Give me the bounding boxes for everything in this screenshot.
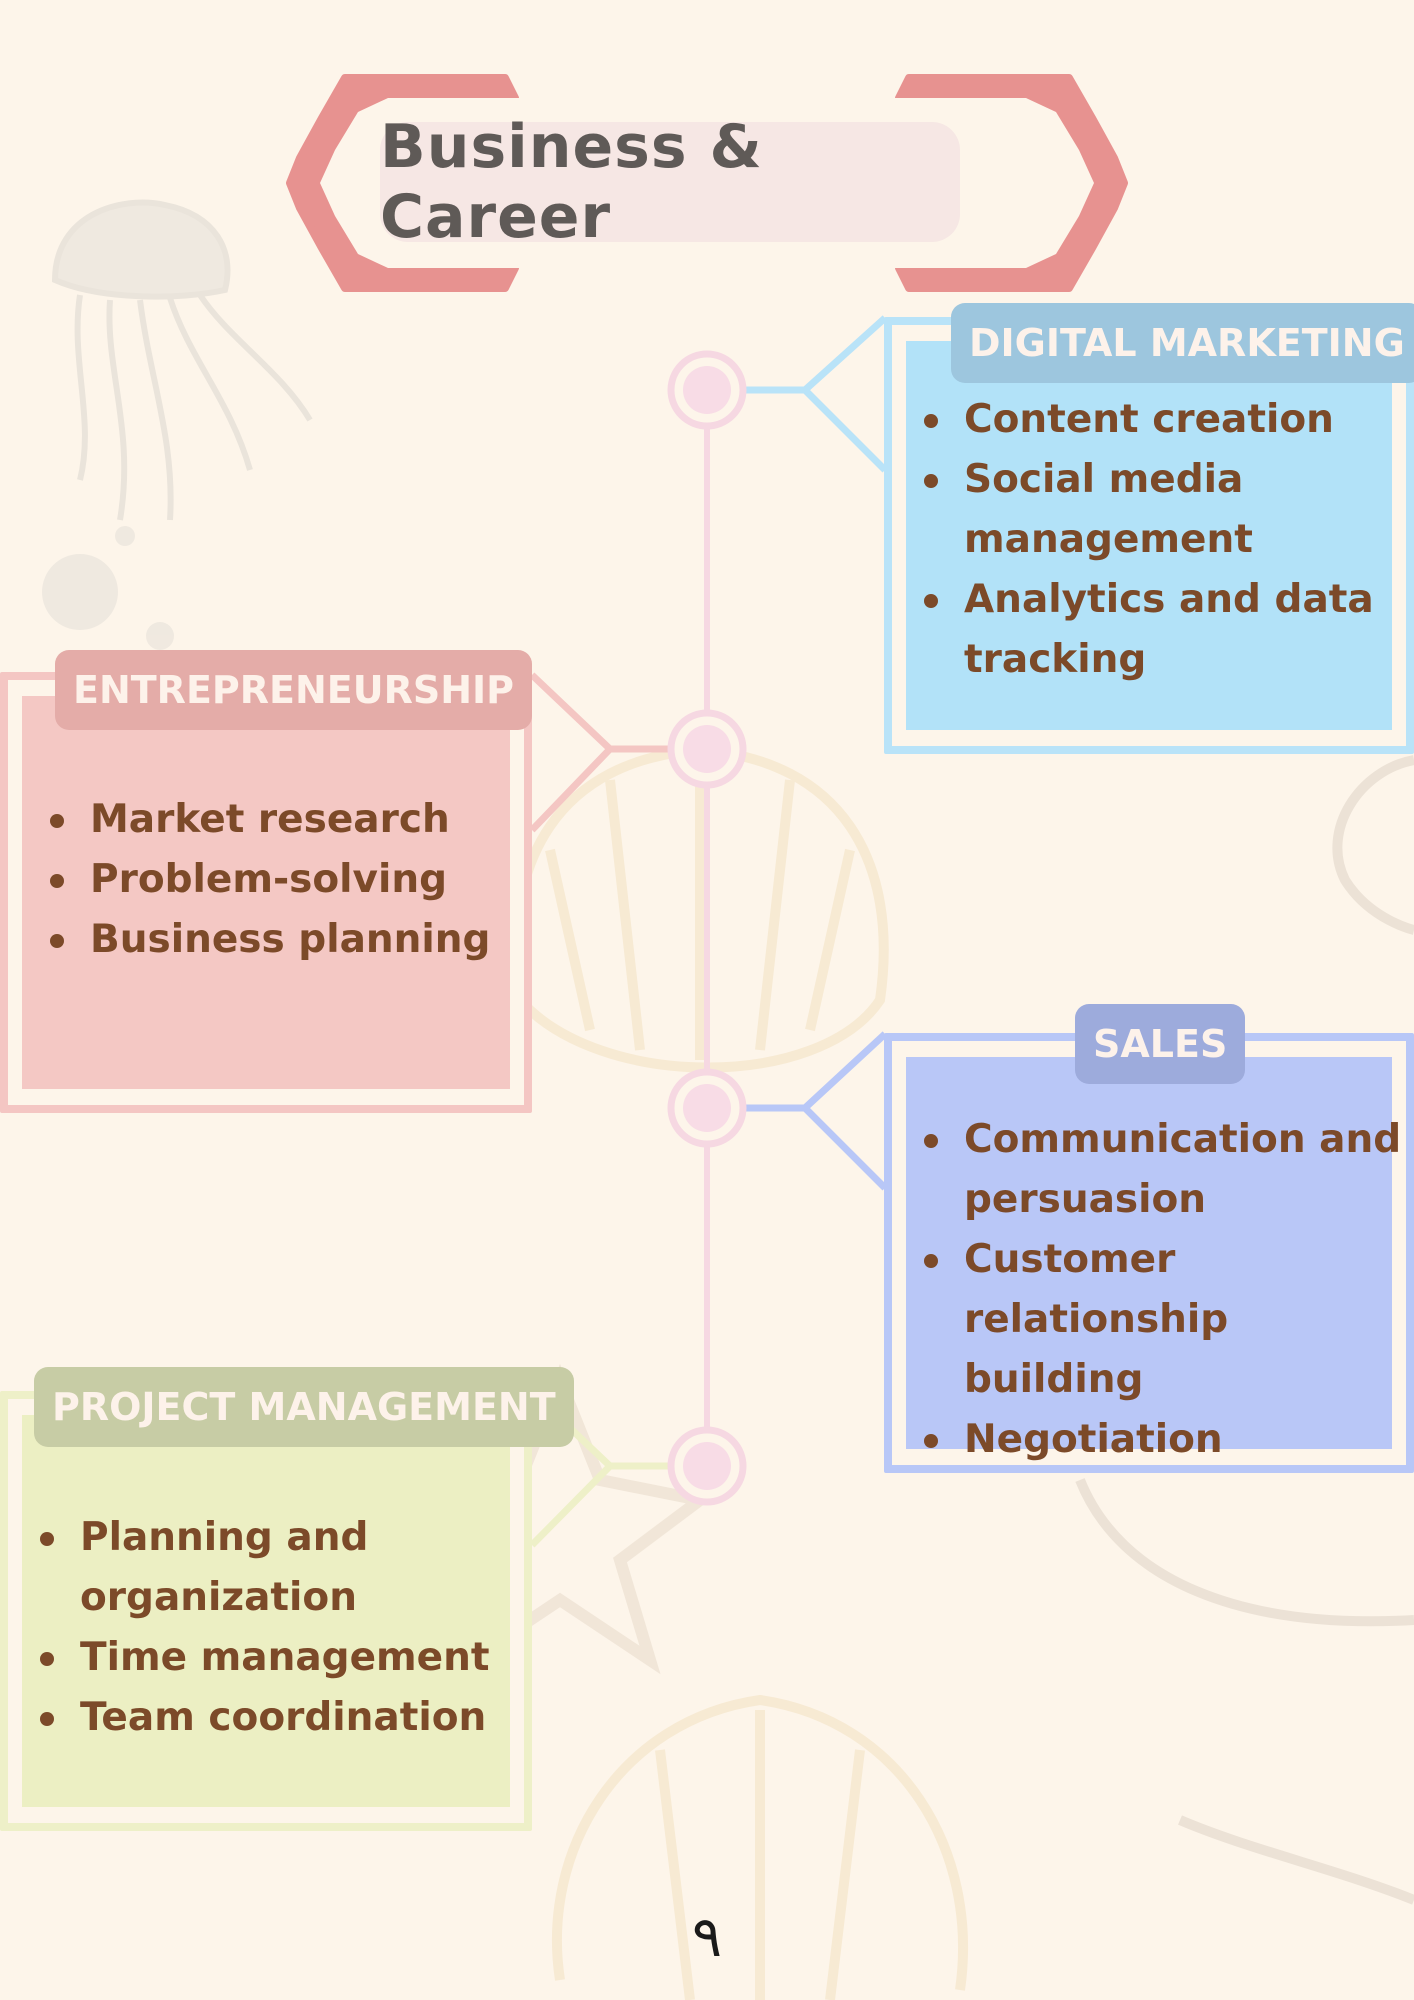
list-item: Negotiation — [916, 1410, 1411, 1470]
list-digital-marketing: Content creation Social media management… — [916, 390, 1406, 690]
page-number: ٩ — [691, 1905, 723, 1970]
title-plate: Business & Career — [380, 112, 960, 252]
section-label-sales: SALES — [1075, 1004, 1246, 1084]
list-item: Market research — [42, 790, 512, 850]
card-fill — [906, 341, 1392, 730]
card-project-management — [0, 1391, 532, 1831]
connector-sales — [745, 1031, 888, 1191]
list-project-management: Planning and organization Time managemen… — [32, 1508, 512, 1748]
list-item: Planning and organization — [32, 1508, 512, 1628]
shell-icon — [551, 1694, 969, 2000]
section-label-entrepreneurship: ENTREPRENEURSHIP — [55, 650, 533, 730]
page-title: Business & Career — [380, 112, 763, 252]
shell-icon — [511, 744, 889, 1073]
list-item: Time management — [32, 1628, 512, 1688]
shell-icon — [1075, 755, 1414, 1905]
list-entrepreneurship: Market research Problem-solving Business… — [42, 790, 512, 970]
card-entrepreneurship — [0, 672, 532, 1113]
list-item: Team coordination — [32, 1688, 512, 1748]
list-item: Communication and persuasion — [916, 1110, 1411, 1230]
card-fill — [22, 1415, 510, 1807]
timeline-node — [667, 1068, 747, 1148]
section-label-digital-marketing: DIGITAL MARKETING — [951, 303, 1414, 383]
timeline-node — [667, 350, 747, 430]
list-sales: Communication and persuasion Customer re… — [916, 1110, 1411, 1470]
section-label-project-management: PROJECT MANAGEMENT — [34, 1367, 574, 1447]
connector-digital-marketing — [745, 315, 888, 473]
list-item: Customer relationship building — [916, 1230, 1411, 1410]
card-digital-marketing — [884, 317, 1414, 754]
timeline-node — [667, 709, 747, 789]
card-fill — [22, 696, 510, 1089]
list-item: Content creation — [916, 390, 1406, 450]
card-fill — [906, 1057, 1392, 1449]
list-item: Problem-solving — [42, 850, 512, 910]
card-sales — [884, 1033, 1414, 1473]
jellyfish-icon — [42, 199, 313, 650]
timeline-node — [667, 1426, 747, 1506]
connector-entrepreneurship — [529, 672, 669, 833]
list-item: Business planning — [42, 910, 512, 970]
list-item: Analytics and data tracking — [916, 570, 1406, 690]
list-item: Social media management — [916, 450, 1406, 570]
